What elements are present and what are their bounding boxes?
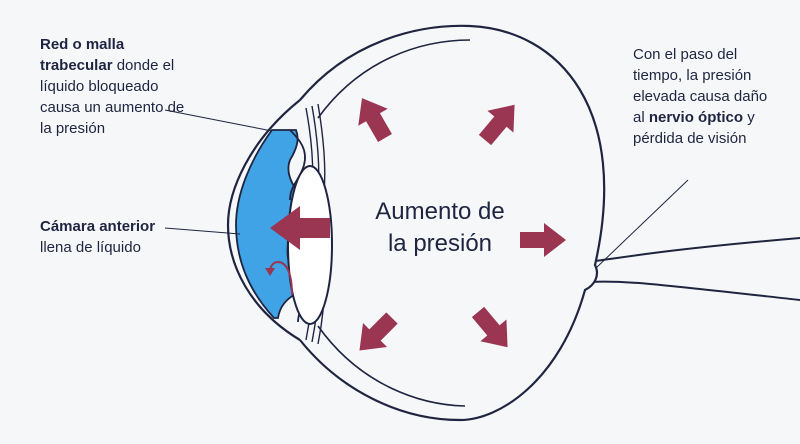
optic-label-bold: nervio óptico <box>648 109 744 126</box>
arrow-down-left-icon <box>359 312 398 351</box>
lens <box>287 165 333 325</box>
chamber-leader-line <box>164 227 241 235</box>
arrow-up-right-icon <box>478 104 515 146</box>
optic-label-text-end: y pérdida de visión <box>633 109 755 147</box>
fluid-flow-arrowhead <box>265 268 275 276</box>
cornea-outer <box>226 99 301 341</box>
optic-label-text: Con el paso del tiempo, la presión eleva… <box>633 46 768 126</box>
chamber-label-text: llena de líquido <box>40 239 141 256</box>
trabecular-label-bold: Red o malla trabecular <box>40 36 125 74</box>
trabecular-label: Red o malla trabecular donde el líquido … <box>40 34 200 139</box>
arrow-down-right-icon <box>471 306 508 348</box>
arrow-right-icon <box>520 223 566 257</box>
arrow-up-left-icon <box>358 98 392 142</box>
sclera-inner-bottom <box>317 325 466 407</box>
optic-nerve-label: Con el paso del tiempo, la presión eleva… <box>633 44 783 149</box>
trabecular-leader-line <box>164 109 273 132</box>
chamber-label-bold: Cámara anterior <box>40 218 156 235</box>
arrow-left-icon <box>270 206 330 250</box>
center-label: Aumento de la presión <box>340 196 540 260</box>
optic-nerve-top <box>587 237 800 263</box>
iris-top <box>289 129 306 201</box>
center-label-line1: Aumento de <box>375 198 505 225</box>
center-label-line2: la presión <box>387 230 493 257</box>
trabecular-label-text: donde el líquido bloqueado causa un aume… <box>40 57 185 137</box>
optic-nerve-bottom <box>589 280 800 301</box>
chamber-label: Cámara anterior llena de líquido <box>40 216 180 258</box>
sclera-inner-top <box>317 39 471 119</box>
optic-leader-line <box>595 179 689 269</box>
